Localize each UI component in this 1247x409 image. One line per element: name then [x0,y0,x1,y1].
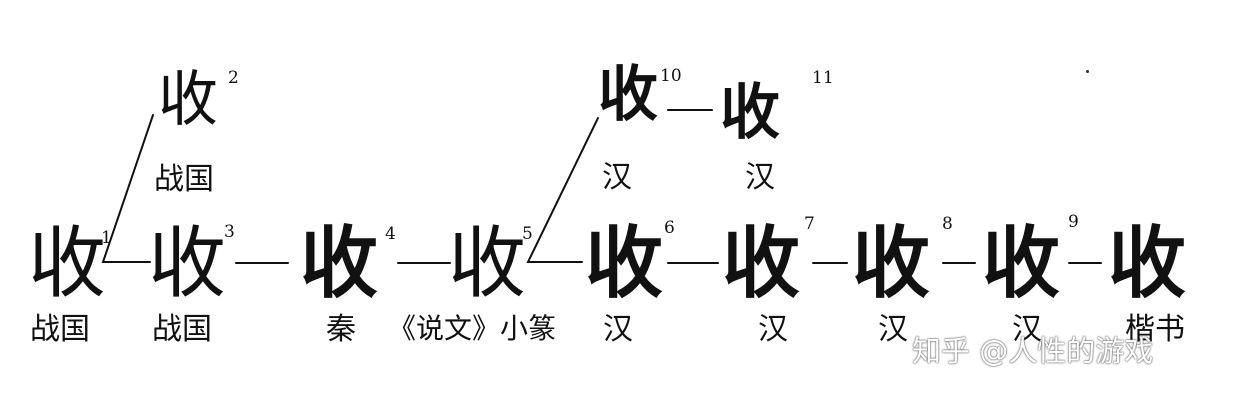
number-9: 9 [1068,212,1079,232]
number-3: 3 [224,222,235,242]
label-han-10: 汉 [602,160,632,195]
number-5: 5 [522,224,533,244]
label-warring-states-top: 战国 [154,162,214,197]
glyph-3: 收 [148,219,227,309]
glyph-7: 收 [722,219,801,309]
label-han-7: 汉 [758,312,788,347]
glyph-2: 收 [158,65,218,135]
glyph-10: 收 [598,60,658,130]
glyph-8: 收 [852,219,931,309]
number-8: 8 [942,214,953,234]
label-han-8: 汉 [878,312,908,347]
glyph-9: 收 [982,219,1061,309]
glyph-5: 收 [448,219,527,309]
zhihu-watermark: 知乎 @人性的游戏 [912,334,1154,368]
label-kaishu: 楷书 [1125,312,1185,347]
label-warring-states-1: 战国 [30,312,90,347]
label-warring-states-3: 战国 [152,312,212,347]
glyph-6: 收 [585,219,664,309]
number-4: 4 [385,224,396,244]
number-2: 2 [228,68,239,88]
number-10: 10 [660,66,682,86]
label-han-11: 汉 [745,160,775,195]
number-6: 6 [664,218,675,238]
number-1: 1 [101,228,112,248]
label-shuowen-small-seal: 《说文》小篆 [388,312,557,345]
label-han-9: 汉 [1012,312,1042,347]
stray-dot [1086,70,1089,73]
branch-line-1-to-2 [101,114,154,263]
glyph-1: 收 [28,219,107,309]
number-7: 7 [804,214,815,234]
branch-line-5-to-10 [526,117,599,263]
glyph-11: 收 [720,78,780,148]
label-qin: 秦 [326,312,356,347]
number-11: 11 [812,68,834,88]
label-han-6: 汉 [603,312,633,347]
glyph-4: 收 [300,219,379,309]
glyph-final-kaishu: 收 [1108,219,1187,309]
